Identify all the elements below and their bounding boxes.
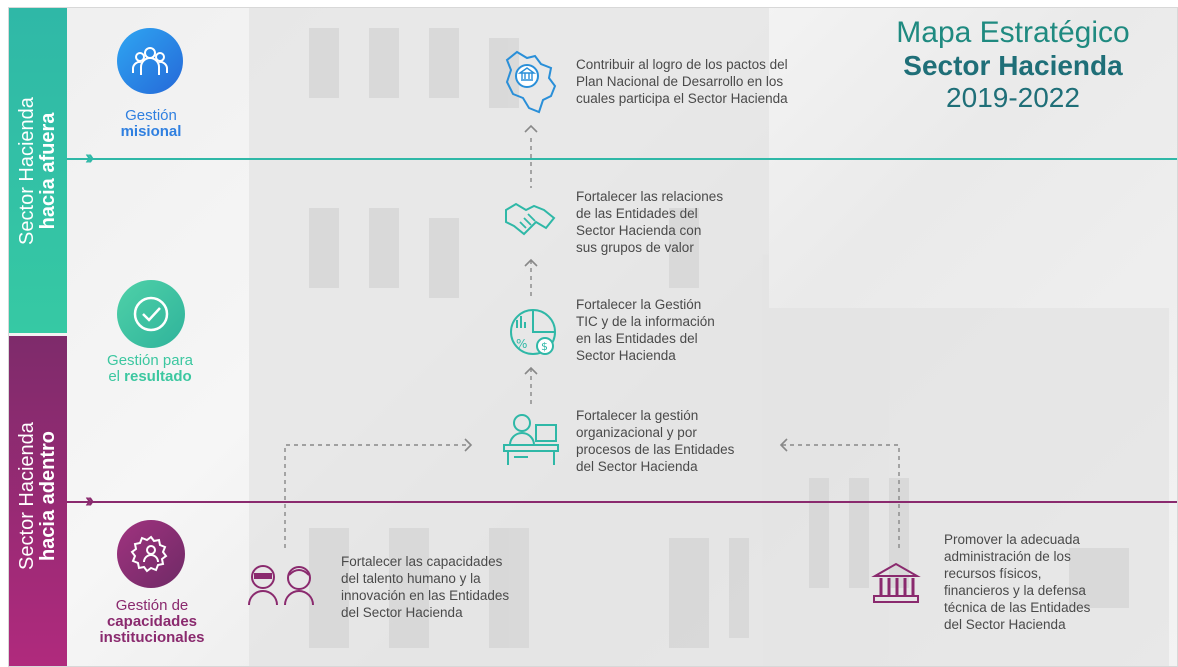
page-title: Mapa Estratégico Sector Hacienda 2019-20… <box>863 16 1163 114</box>
objective-line: Fortalecer la Gestión <box>576 297 702 312</box>
building-backdrop <box>249 8 1169 666</box>
chart-dollar-icon: % $ <box>510 309 556 355</box>
chevron-right-icon: ›› <box>85 147 95 169</box>
objective-line: Contribuir al logro de los pactos del <box>576 57 788 72</box>
svg-text:$: $ <box>541 340 548 353</box>
objective-line: administración de los <box>944 549 1071 564</box>
objective-line: recursos físicos, <box>944 566 1042 581</box>
resultado-line2b: resultado <box>124 367 192 385</box>
objective-pactos: Contribuir al logro de los pactos del Pl… <box>576 56 788 107</box>
strategy-map: Sector Hacienda hacia afuera Sector Haci… <box>8 7 1178 667</box>
objective-line: TIC y de la información <box>576 314 715 329</box>
objective-line: organizacional y por <box>576 425 697 440</box>
objective-line: Promover la adecuada <box>944 532 1080 547</box>
flow-connectors <box>284 124 900 548</box>
divider-bottom <box>67 501 1177 503</box>
desk-worker-icon <box>503 414 559 465</box>
sidebar-hacia-adentro: Sector Hacienda hacia adentro <box>9 336 67 666</box>
capacidades-line1: Gestión de <box>115 597 189 614</box>
sidebar-hacia-afuera: Sector Hacienda hacia afuera <box>9 8 67 333</box>
objective-line: innovación en las Entidades <box>341 588 510 603</box>
objective-relaciones: Fortalecer las relaciones de las Entidad… <box>576 188 723 256</box>
objective-line: cuales participa el Sector Hacienda <box>576 91 788 106</box>
divider-top <box>67 158 1177 160</box>
objective-line: financieros y la defensa <box>944 583 1086 598</box>
header-strip <box>0 0 1178 7</box>
objective-line: sus grupos de valor <box>576 240 694 255</box>
title-line3: 2019-2022 <box>946 82 1080 113</box>
gestion-resultado-label: Gestión para el resultado <box>95 353 205 385</box>
objective-line: Sector Hacienda <box>576 348 676 363</box>
gestion-capacidades-label: Gestión de capacidades institucionales <box>87 598 217 645</box>
capacidades-line2: capacidades <box>106 612 198 630</box>
objective-line: del talento humano y la <box>341 571 481 586</box>
people-group-icon <box>117 28 183 94</box>
gear-person-icon <box>117 520 185 588</box>
objective-line: Fortalecer las relaciones <box>576 189 724 204</box>
colombia-map-icon <box>505 50 557 114</box>
gestion-misional-label: Gestión misional <box>103 108 199 140</box>
chevron-right-icon: ›› <box>85 490 95 512</box>
objective-talento: Fortalecer las capacidades del talento h… <box>341 553 509 621</box>
misional-line2: misional <box>120 122 182 140</box>
title-line2: Sector Hacienda <box>903 50 1123 81</box>
misional-line1: Gestión <box>125 107 177 124</box>
objective-line: del Sector Hacienda <box>944 617 1066 632</box>
resultado-line2a: el <box>108 367 125 385</box>
objective-line: procesos de las Entidades <box>576 442 735 457</box>
capacidades-line3: institucionales <box>99 628 205 646</box>
handshake-icon <box>505 202 556 236</box>
objective-line: del Sector Hacienda <box>576 459 698 474</box>
objective-line: de las Entidades del <box>576 206 698 221</box>
objective-tic: Fortalecer la Gestión TIC y de la inform… <box>576 296 715 364</box>
objective-organizacional: Fortalecer la gestión organizacional y p… <box>576 407 734 475</box>
people-innovation-icon <box>248 565 314 606</box>
svg-text:%: % <box>516 337 527 351</box>
title-line1: Mapa Estratégico <box>896 16 1130 49</box>
resultado-line1: Gestión para <box>107 352 193 369</box>
check-circle-icon <box>117 280 185 348</box>
objective-line: Fortalecer las capacidades <box>341 554 503 569</box>
objective-line: del Sector Hacienda <box>341 605 463 620</box>
objective-line: técnica de las Entidades <box>944 600 1091 615</box>
objective-line: Fortalecer la gestión <box>576 408 699 423</box>
bank-building-icon <box>871 562 921 603</box>
objective-line: Sector Hacienda con <box>576 223 702 238</box>
objective-line: Plan Nacional de Desarrollo en los <box>576 74 784 89</box>
objective-recursos: Promover la adecuada administración de l… <box>944 531 1090 633</box>
objective-line: en las Entidades del <box>576 331 698 346</box>
